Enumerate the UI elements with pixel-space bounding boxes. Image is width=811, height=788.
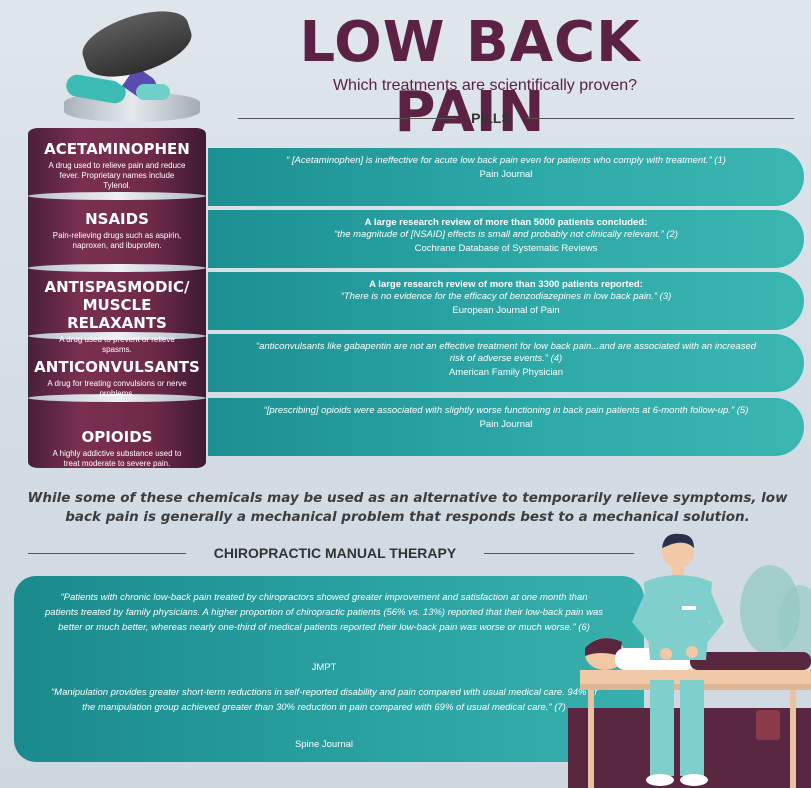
page-title: LOW BACK PAIN <box>299 10 641 145</box>
bottle-band <box>28 264 206 272</box>
chiropractor-illustration <box>568 533 811 788</box>
quote-text: “There is no evidence for the efficacy o… <box>340 291 672 302</box>
therapy-quote-text: “Patients with chronic low-back pain tre… <box>45 592 603 633</box>
drug-name: OPIOIDS <box>81 428 153 446</box>
section-title-pills: PILLS <box>471 110 511 126</box>
bottle-band <box>28 394 206 402</box>
drug-item: NSAIDS Pain-relieving drugs such as aspi… <box>28 210 206 251</box>
quote-bar: A large research review of more than 500… <box>208 210 804 268</box>
drug-name: ANTICONVULSANTS <box>34 358 200 376</box>
drug-item: ACETAMINOPHEN A drug used to relieve pai… <box>28 140 206 191</box>
tablet-icon <box>136 84 170 100</box>
section-title-therapy: CHIROPRACTIC MANUAL THERAPY <box>213 545 457 561</box>
summary-statement: While some of these chemicals may be use… <box>27 490 788 525</box>
quote-lead: A large research review of more than 330… <box>369 279 643 290</box>
pill-bottle-icon <box>28 128 206 468</box>
drug-description: A drug used to prevent or relieve spasms… <box>59 335 175 354</box>
drug-description: Pain-relieving drugs such as aspirin, na… <box>52 231 182 250</box>
drug-description: A drug for treating convulsions or nerve… <box>47 379 187 398</box>
quote-text: “[prescribing] opioids were associated w… <box>263 405 749 416</box>
drug-name: ACETAMINOPHEN <box>44 140 190 158</box>
quote-source: European Journal of Pain <box>452 305 560 316</box>
therapy-quote-box <box>14 576 644 762</box>
drug-item: ANTICONVULSANTS A drug for treating conv… <box>28 358 206 399</box>
quote-source: Cochrane Database of Systematic Reviews <box>414 243 598 254</box>
therapy-quote-source: Spine Journal <box>294 739 354 750</box>
page-subtitle: Which treatments are scientifically prov… <box>332 77 638 94</box>
divider-right <box>526 118 794 119</box>
drug-item: ANTISPASMODIC/ MUSCLE RELAXANTS A drug u… <box>28 278 206 355</box>
quote-source: American Family Physician <box>448 367 564 378</box>
quote-lead: A large research review of more than 500… <box>364 217 648 228</box>
drug-item: OPIOIDS A highly addictive substance use… <box>28 428 206 469</box>
quote-text: “anticonvulsants like gabapentin are not… <box>255 341 757 364</box>
therapy-quote-text: “Manipulation provides greater short-ter… <box>51 687 597 713</box>
quote-bar: “[prescribing] opioids were associated w… <box>208 398 804 456</box>
bottle-band <box>28 192 206 200</box>
quote-bar: “ [Acetaminophen] is ineffective for acu… <box>208 148 804 206</box>
divider-right <box>484 553 634 554</box>
drug-description: A drug used to relieve pain and reduce f… <box>48 161 186 190</box>
drug-name: ANTISPASMODIC/ MUSCLE RELAXANTS <box>44 278 190 332</box>
quote-source: Pain Journal <box>479 419 533 430</box>
divider-left <box>238 118 456 119</box>
bottle-band <box>28 332 206 340</box>
quote-bar: “anticonvulsants like gabapentin are not… <box>208 334 804 392</box>
quote-text: “ [Acetaminophen] is ineffective for acu… <box>286 155 726 166</box>
quote-bar: A large research review of more than 330… <box>208 272 804 330</box>
divider-left <box>28 553 186 554</box>
drug-name: NSAIDS <box>85 210 149 228</box>
quote-text: “the magnitude of [NSAID] effects is sma… <box>334 229 678 240</box>
quote-source: Pain Journal <box>479 169 533 180</box>
therapy-quote-source: JMPT <box>311 662 337 673</box>
drug-description: A highly addictive substance used to tre… <box>52 449 182 468</box>
